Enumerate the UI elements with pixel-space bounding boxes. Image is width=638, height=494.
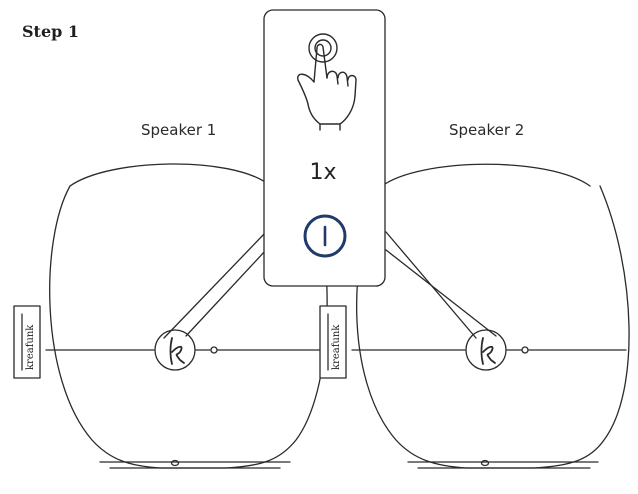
hand-press-icon (297, 33, 357, 131)
speaker-1-brand-text: kreafunk (25, 324, 36, 370)
speaker-2-brand-text: kreafunk (331, 324, 342, 370)
speaker-2-label: Speaker 2 (449, 121, 525, 139)
power-button-icon (303, 214, 347, 258)
speaker-2-body (351, 163, 630, 469)
speaker-1-brand-tag (13, 305, 41, 379)
instruction-card (263, 9, 386, 287)
speaker-2-brand-tag (319, 305, 347, 379)
callout-lines (163, 231, 497, 339)
kreafunk-logo-icon (169, 337, 185, 365)
step-title: Step 1 (22, 22, 80, 41)
brand-tag-text: kreafunk kreafunk (21, 313, 342, 371)
press-count: 1x (309, 160, 337, 185)
kreafunk-logo-icon (480, 337, 496, 365)
speaker-1-label: Speaker 1 (141, 121, 217, 139)
